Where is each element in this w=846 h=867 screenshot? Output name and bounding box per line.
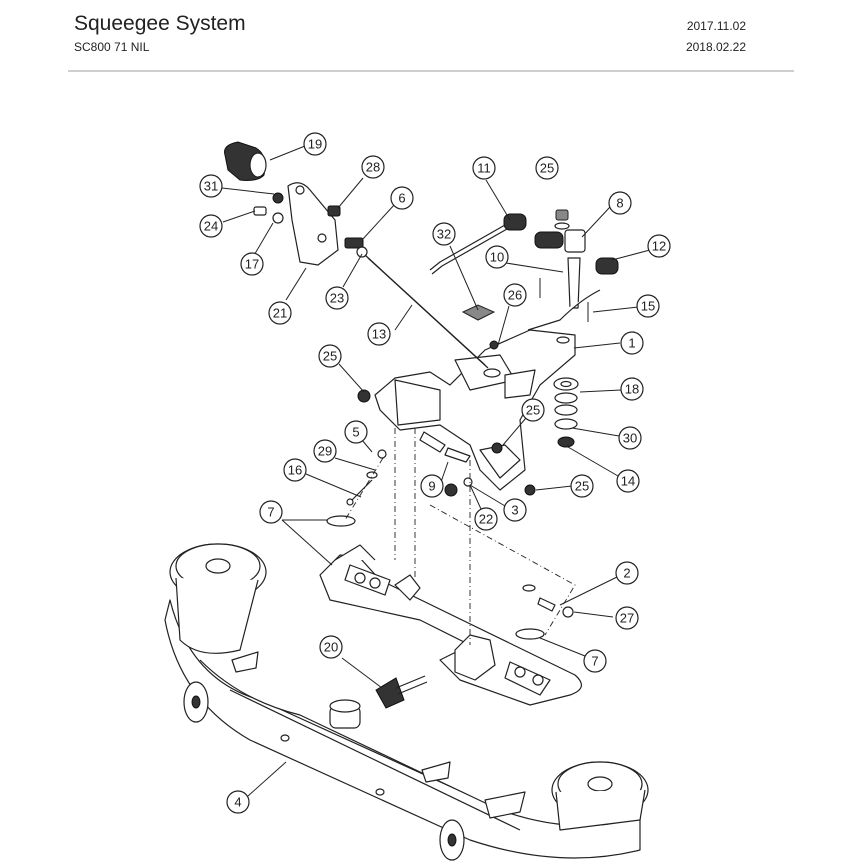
callout-2: 2 — [615, 561, 639, 585]
callout-4: 4 — [226, 790, 250, 814]
svg-text:15: 15 — [641, 299, 655, 314]
washer-stack — [553, 377, 579, 448]
svg-text:31: 31 — [204, 179, 218, 194]
svg-text:23: 23 — [330, 291, 344, 306]
assembly-guide-lines — [344, 428, 576, 645]
svg-text:28: 28 — [366, 160, 380, 175]
callout-6: 6 — [390, 186, 414, 210]
svg-text:13: 13 — [372, 327, 386, 342]
callout-28: 28 — [361, 155, 385, 179]
callout-17: 17 — [240, 252, 264, 276]
callout-9: 9 — [420, 474, 444, 498]
callout-23: 23 — [325, 286, 349, 310]
svg-text:14: 14 — [621, 474, 635, 489]
svg-text:9: 9 — [428, 479, 435, 494]
svg-text:20: 20 — [324, 640, 338, 655]
callout-18: 18 — [620, 377, 644, 401]
svg-text:8: 8 — [616, 196, 623, 211]
callout-7-left: 7 — [259, 500, 283, 524]
lever-group — [429, 209, 619, 350]
callout-3: 3 — [503, 498, 527, 522]
squeegee-assembly — [164, 543, 649, 861]
callout-16: 16 — [283, 458, 307, 482]
svg-text:26: 26 — [508, 288, 522, 303]
callout-15: 15 — [636, 294, 660, 318]
pedal-linkage — [224, 141, 489, 369]
callout-27: 27 — [615, 606, 639, 630]
svg-text:32: 32 — [437, 227, 451, 242]
callout-29: 29 — [313, 439, 337, 463]
svg-text:1: 1 — [628, 336, 635, 351]
svg-text:25: 25 — [540, 161, 554, 176]
model-code: SC800 71 NIL — [74, 40, 150, 54]
callout-22: 22 — [474, 507, 498, 531]
svg-text:24: 24 — [204, 219, 218, 234]
svg-text:10: 10 — [490, 250, 504, 265]
main-plate — [374, 329, 576, 491]
svg-text:30: 30 — [623, 431, 637, 446]
callout-25-left: 25 — [318, 344, 342, 368]
callout-8: 8 — [608, 191, 632, 215]
callout-20: 20 — [319, 635, 343, 659]
date-created: 2017.11.02 — [686, 19, 746, 33]
svg-text:29: 29 — [318, 444, 332, 459]
svg-text:25: 25 — [323, 349, 337, 364]
svg-text:25: 25 — [526, 403, 540, 418]
callout-11: 11 — [472, 156, 496, 180]
svg-text:12: 12 — [652, 239, 666, 254]
callout-1: 1 — [620, 331, 644, 355]
svg-text:21: 21 — [273, 306, 287, 321]
callout-32: 32 — [432, 222, 456, 246]
callout-5: 5 — [344, 420, 368, 444]
page-title: Squeegee System — [74, 12, 246, 35]
callout-26: 26 — [503, 283, 527, 307]
svg-text:4: 4 — [234, 795, 241, 810]
callout-31: 31 — [199, 174, 223, 198]
callout-13: 13 — [367, 322, 391, 346]
svg-text:7: 7 — [267, 505, 274, 520]
callout-25-top: 25 — [535, 156, 559, 180]
svg-text:16: 16 — [288, 463, 302, 478]
svg-text:27: 27 — [620, 611, 634, 626]
callout-leaders — [221, 145, 651, 797]
svg-text:25: 25 — [575, 479, 589, 494]
svg-text:17: 17 — [245, 257, 259, 272]
svg-text:22: 22 — [479, 512, 493, 527]
svg-text:19: 19 — [308, 137, 322, 152]
mounting-bracket — [319, 515, 582, 706]
callout-24: 24 — [199, 214, 223, 238]
callout-25-mid: 25 — [521, 398, 545, 422]
callout-21: 21 — [268, 301, 292, 325]
callout-14: 14 — [616, 469, 640, 493]
svg-text:3: 3 — [511, 503, 518, 518]
svg-text:5: 5 — [352, 425, 359, 440]
svg-text:6: 6 — [398, 191, 405, 206]
fastener-hardware — [346, 389, 574, 709]
callout-19: 19 — [303, 132, 327, 156]
callout-25-right: 25 — [570, 474, 594, 498]
date-revised: 2018.02.22 — [685, 40, 746, 54]
svg-text:11: 11 — [477, 161, 491, 176]
callout-7-right: 7 — [583, 649, 607, 673]
svg-text:18: 18 — [625, 382, 639, 397]
header-divider — [68, 70, 794, 72]
callout-10: 10 — [485, 245, 509, 269]
svg-text:7: 7 — [591, 654, 598, 669]
svg-text:2: 2 — [623, 566, 630, 581]
callout-12: 12 — [647, 234, 671, 258]
callout-30: 30 — [618, 426, 642, 450]
